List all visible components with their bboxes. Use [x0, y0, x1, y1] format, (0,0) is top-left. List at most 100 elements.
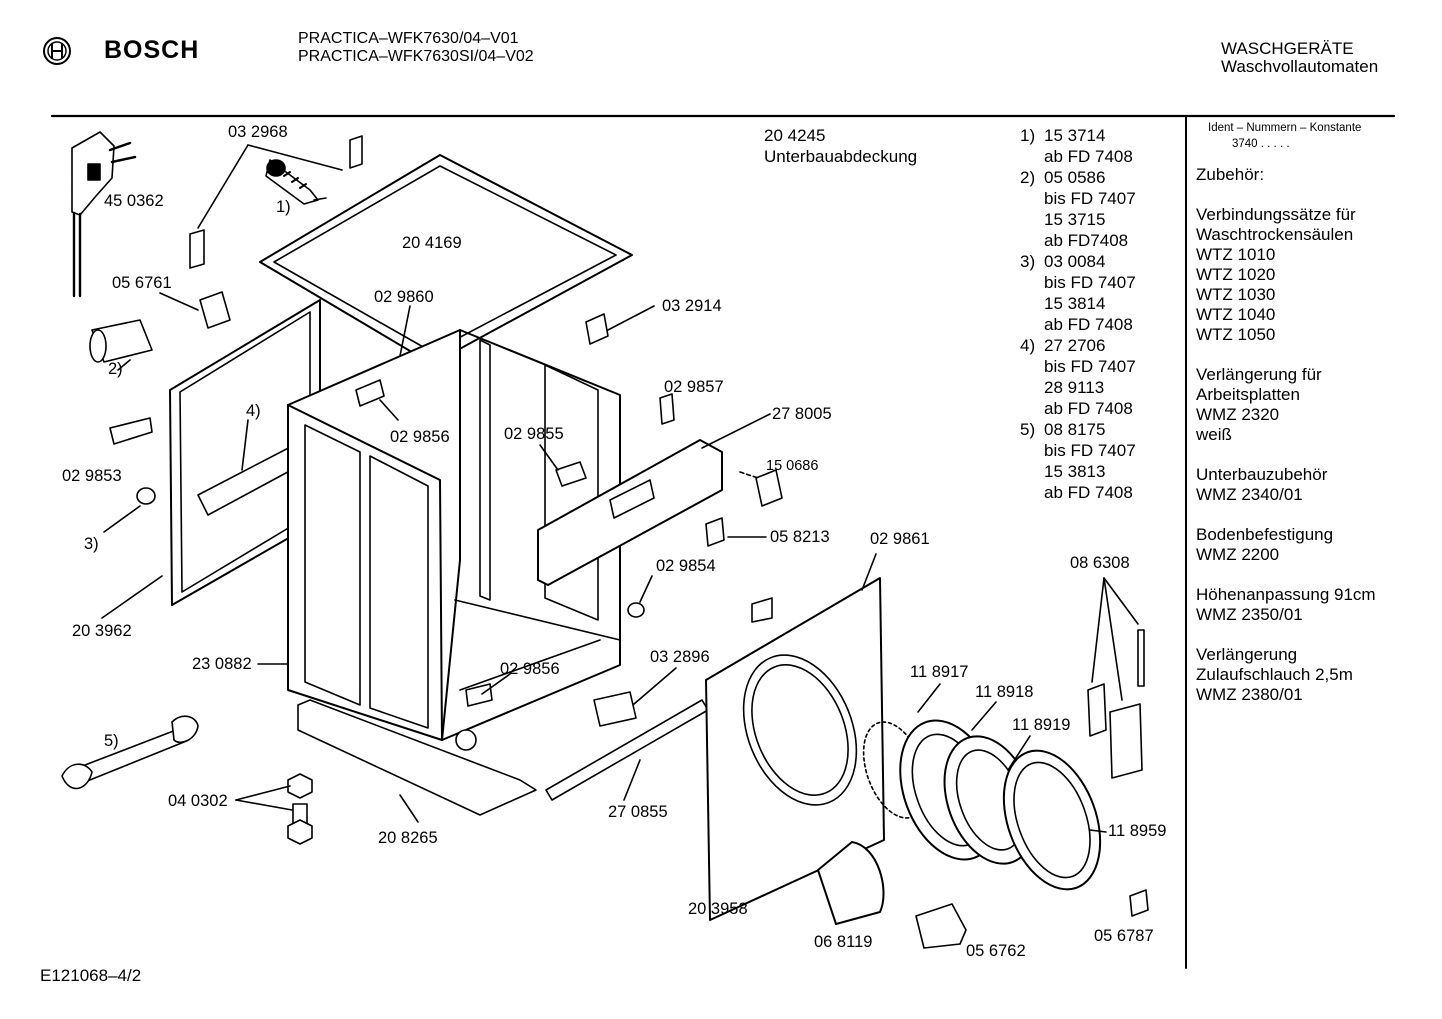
bracket-icon: [349, 135, 363, 169]
variant-line: bis FD 7407: [1044, 357, 1136, 376]
variant-line: bis FD 7407: [1044, 189, 1136, 208]
door-frame-outer: [1002, 749, 1102, 891]
bracket-icon: [751, 597, 773, 623]
accessory-spacer: [1196, 445, 1376, 465]
accessory-line: WMZ 2320: [1196, 405, 1280, 424]
model-line: PRACTICA–WFK7630SI/04–V02: [298, 48, 534, 65]
switch-icon: [199, 291, 231, 329]
variant-line: ab FD 7408: [1044, 483, 1133, 502]
variant-entry: 3)03 0084: [1020, 252, 1106, 271]
clip-icon: [109, 417, 153, 445]
accessory-line: Zulaufschlauch 2,5m: [1196, 665, 1353, 684]
accessory-line: WMZ 2350/01: [1196, 605, 1303, 624]
part-label: 11 8917: [910, 663, 969, 681]
variant-line: bis FD 7407: [1044, 273, 1136, 292]
accessory-spacer: [1196, 345, 1376, 365]
part-label: 05 8213: [770, 528, 830, 546]
part-label: 03 2914: [662, 297, 722, 315]
variant-line: 15 3715: [1044, 210, 1106, 229]
clip-icon: [465, 683, 493, 707]
brand-logo: BOSCH: [40, 32, 200, 68]
variant-line: ab FD 7408: [1044, 399, 1133, 418]
part-label: 05 6787: [1094, 927, 1154, 945]
part-label: 02 9860: [374, 288, 434, 306]
part-label: 03 2968: [228, 123, 288, 141]
part-label: 20 4169: [402, 234, 462, 252]
accessory-spacer: [1196, 185, 1376, 205]
part-label: 02 9856: [500, 660, 560, 678]
cap-icon: [136, 487, 156, 505]
variant-entry: 5)08 8175: [1020, 420, 1106, 439]
knob-icon: [1129, 889, 1149, 917]
brand-name: BOSCH: [104, 36, 200, 64]
control-panel: [537, 439, 723, 586]
variant-entry: 1)15 3714: [1020, 126, 1106, 145]
variant-entry: 4)27 2706: [1020, 336, 1106, 355]
cover-part-number: 20 4245: [764, 126, 826, 145]
category-line: Waschvollautomaten: [1221, 57, 1379, 76]
accessory-line: WTZ 1050: [1196, 325, 1276, 344]
part-label: 06 8119: [814, 933, 873, 951]
part-label: 04 0302: [168, 792, 228, 810]
accessory-line: WTZ 1030: [1196, 285, 1276, 304]
part-label: 02 9861: [870, 530, 930, 548]
variant-line: ab FD 7408: [1044, 315, 1133, 334]
category: WASCHGERÄTE Waschvollautomaten: [1221, 40, 1378, 76]
ident-title: Ident – Nummern – Konstante: [1208, 122, 1362, 134]
accessory-line: Zubehör:: [1196, 165, 1265, 184]
variant-line: 15 3813: [1044, 462, 1106, 481]
part-label: 20 3958: [688, 900, 748, 918]
base-plate: [297, 699, 537, 816]
ref-label: 2): [108, 360, 123, 378]
accessory-spacer: [1196, 505, 1376, 525]
part-label: 03 2896: [650, 648, 710, 666]
foot-screw-icon: [287, 773, 313, 845]
ref-label: 4): [246, 402, 261, 420]
category-line: WASCHGERÄTE: [1221, 39, 1354, 58]
ref-label: 5): [104, 732, 119, 750]
part-label: 05 6762: [966, 942, 1026, 960]
accessory-line: Verbindungssätze für: [1196, 205, 1356, 224]
accessory-line: WTZ 1020: [1196, 265, 1276, 284]
variant-line: ab FD 7408: [1044, 147, 1133, 166]
accessory-line: Verlängerung für: [1196, 365, 1322, 384]
accessory-line: WMZ 2380/01: [1196, 685, 1303, 704]
part-label: 08 6308: [1070, 554, 1130, 572]
part-label: 23 0882: [192, 655, 252, 673]
clip-icon: [705, 517, 725, 547]
accessory-line: Arbeitsplatten: [1196, 385, 1300, 404]
part-label: 27 8005: [772, 405, 832, 423]
filter-icon: [89, 319, 153, 371]
accessory-line: Verlängerung: [1196, 645, 1298, 664]
accessory-line: Unterbauzubehör: [1196, 465, 1328, 484]
lock-hook-icon: [915, 903, 967, 949]
part-label: 02 9854: [656, 557, 716, 575]
door-hinge-icon: [1087, 629, 1145, 779]
hinge-icon: [593, 691, 637, 727]
part-label: 02 9856: [390, 428, 450, 446]
variant-entry: 2)05 0586: [1020, 168, 1106, 187]
model-line: PRACTICA–WFK7630/04–V01: [298, 30, 519, 47]
cover-part-name: Unterbauabdeckung: [764, 147, 918, 166]
hose-connector-icon: [265, 159, 327, 205]
part-label: 11 8919: [1012, 716, 1071, 734]
part-label: 15 0686: [766, 458, 819, 474]
clip-icon: [355, 379, 385, 407]
variant-list: 1)15 3714 ab FD 7408 2)05 0586 bis FD 74…: [1020, 125, 1136, 503]
flap-icon: [817, 841, 885, 925]
accessory-line: WTZ 1040: [1196, 305, 1276, 324]
part-label: 11 8959: [1108, 822, 1167, 840]
hook-icon: [585, 313, 609, 345]
variant-line: ab FD7408: [1044, 231, 1129, 250]
part-label: 20 8265: [378, 829, 438, 847]
accessory-line: Waschtrockensäulen: [1196, 225, 1354, 244]
accessory-spacer: [1196, 625, 1376, 645]
ref-label: 1): [276, 198, 291, 216]
accessory-spacer: [1196, 565, 1376, 585]
part-label: 02 9857: [664, 378, 724, 396]
ref-label: 3): [84, 535, 99, 553]
lamp-holder-icon: [755, 469, 783, 507]
part-label: 02 9853: [62, 467, 122, 485]
